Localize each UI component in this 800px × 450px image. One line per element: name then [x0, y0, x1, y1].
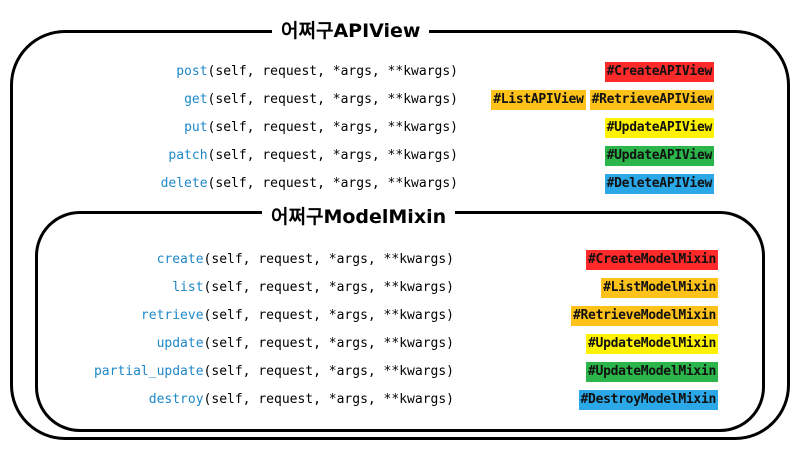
class-tag: #CreateAPIView	[604, 62, 714, 82]
method-signature: put(self, request, *args, **kwargs)	[184, 118, 458, 138]
method-name: patch	[168, 148, 208, 163]
class-tags: #CreateAPIView	[0, 62, 714, 82]
class-tags: #DeleteAPIView	[0, 174, 714, 194]
method-params: (self, request, *args, **kwargs)	[203, 280, 454, 295]
method-name: partial_update	[93, 364, 204, 379]
class-tag: #ListAPIView	[491, 90, 586, 110]
method-signature: partial_update(self, request, *args, **k…	[94, 362, 454, 382]
method-name: get	[184, 92, 208, 107]
method-signature: create(self, request, *args, **kwargs)	[157, 250, 454, 270]
method-name: put	[184, 120, 208, 135]
class-tags: #UpdateAPIView	[0, 118, 714, 138]
class-tag: #UpdateModelMixin	[586, 362, 718, 382]
class-tags: #UpdateModelMixin	[0, 362, 718, 382]
method-name: destroy	[148, 392, 204, 407]
class-tags: #DestroyModelMixin	[0, 390, 718, 410]
method-params: (self, request, *args, **kwargs)	[203, 364, 454, 379]
method-params: (self, request, *args, **kwargs)	[203, 252, 454, 267]
class-tag: #RetrieveModelMixin	[570, 306, 718, 326]
method-name: post	[176, 64, 208, 79]
class-tag: #UpdateAPIView	[604, 118, 714, 138]
class-tag: #DestroyModelMixin	[578, 390, 718, 410]
method-params: (self, request, *args, **kwargs)	[203, 336, 454, 351]
method-params: (self, request, *args, **kwargs)	[207, 64, 458, 79]
method-signature: get(self, request, *args, **kwargs)	[184, 90, 458, 110]
method-name: create	[156, 252, 204, 267]
method-signature: destroy(self, request, *args, **kwargs)	[149, 390, 454, 410]
method-signature: list(self, request, *args, **kwargs)	[172, 278, 454, 298]
class-tags: #UpdateAPIView	[0, 146, 714, 166]
method-name: update	[156, 336, 204, 351]
method-name: list	[172, 280, 204, 295]
method-signature: delete(self, request, *args, **kwargs)	[161, 174, 458, 194]
class-tag: #UpdateModelMixin	[586, 334, 718, 354]
class-tags: #ListModelMixin	[0, 278, 718, 298]
method-signature: patch(self, request, *args, **kwargs)	[168, 146, 458, 166]
class-tags: #RetrieveModelMixin	[0, 306, 718, 326]
apiview-group-title: 어쩌구APIView	[272, 18, 430, 44]
method-signature: retrieve(self, request, *args, **kwargs)	[141, 306, 454, 326]
method-name: delete	[160, 176, 208, 191]
method-params: (self, request, *args, **kwargs)	[203, 308, 454, 323]
class-tag: #RetrieveAPIView	[589, 90, 714, 110]
method-params: (self, request, *args, **kwargs)	[207, 176, 458, 191]
class-tag: #UpdateAPIView	[604, 146, 714, 166]
method-params: (self, request, *args, **kwargs)	[207, 120, 458, 135]
class-tag: #CreateModelMixin	[586, 250, 718, 270]
method-signature: post(self, request, *args, **kwargs)	[176, 62, 458, 82]
method-params: (self, request, *args, **kwargs)	[207, 92, 458, 107]
class-tags: #UpdateModelMixin	[0, 334, 718, 354]
class-tags: #CreateModelMixin	[0, 250, 718, 270]
method-params: (self, request, *args, **kwargs)	[203, 392, 454, 407]
modelmixin-group-title: 어쩌구ModelMixin	[262, 204, 456, 230]
method-params: (self, request, *args, **kwargs)	[207, 148, 458, 163]
class-tags: #ListAPIView#RetrieveAPIView	[0, 90, 714, 110]
method-name: retrieve	[140, 308, 204, 323]
method-signature: update(self, request, *args, **kwargs)	[157, 334, 454, 354]
class-tag: #ListModelMixin	[601, 278, 718, 298]
class-tag: #DeleteAPIView	[604, 174, 714, 194]
